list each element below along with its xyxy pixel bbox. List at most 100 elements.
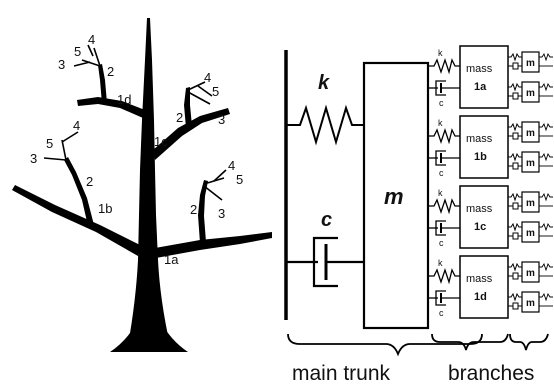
tree-trunk: [128, 18, 170, 345]
sub-mass-box: [521, 151, 540, 173]
branch-damper-label: c: [439, 168, 444, 178]
branch-damper-cup: [435, 290, 446, 306]
label-c-3: 3: [218, 112, 225, 127]
main-trunk-model: [284, 50, 430, 330]
main-spring: [286, 104, 364, 146]
branch-mass-box: [459, 45, 509, 109]
branch-mass-box: [459, 115, 509, 179]
branch-row-1d: k c mass 1d m m: [428, 255, 553, 319]
sub-sub-spring: [539, 82, 553, 92]
sub-sub-spring: [539, 222, 553, 232]
sub-spring: [508, 52, 522, 62]
branches-brace-2: [509, 333, 549, 351]
label-b-2: 2: [86, 174, 93, 189]
label-1c: 1c: [154, 134, 168, 149]
label-1b: 1b: [98, 201, 112, 216]
sub-mass-label: m: [526, 198, 535, 209]
label-c-5: 5: [212, 84, 219, 99]
sub-mass-label: m: [526, 298, 535, 309]
branch-spring: [428, 267, 460, 285]
label-a-2: 2: [190, 202, 197, 217]
branch-damper-cup: [435, 220, 446, 236]
sub-sub-spring: [539, 52, 553, 62]
sub-sub-spring: [539, 262, 553, 272]
label-a-3: 3: [218, 206, 225, 221]
branch-1d: [77, 97, 145, 118]
caption-main-trunk: main trunk: [292, 362, 391, 385]
sub-sub-spring: [539, 152, 553, 162]
branch-1c: [153, 108, 230, 160]
branch-damper-label: c: [439, 308, 444, 318]
sub-spring: [508, 222, 522, 232]
branch-1b-sub: [64, 157, 94, 226]
branch-mass-id: 1d: [474, 291, 487, 303]
label-1d: 1d: [117, 92, 131, 107]
branch-1d-sub: [98, 64, 107, 104]
label-c-4: 4: [204, 70, 211, 85]
main-mass-label-m: m: [384, 184, 404, 209]
sub-mass-box: [521, 81, 540, 103]
branch-mass-word: mass: [466, 133, 493, 145]
branch-spring: [428, 127, 460, 145]
branch-mass-id: 1a: [474, 81, 487, 93]
branch-mass-word: mass: [466, 63, 493, 75]
sub-mass-box: [521, 51, 540, 73]
sub-spring: [508, 192, 522, 202]
branch-spring-label: k: [438, 118, 443, 128]
sub-sub-spring: [539, 122, 553, 132]
sub-mass-label: m: [526, 228, 535, 239]
branch-mass-word: mass: [466, 273, 493, 285]
branch-mass-box: [459, 255, 509, 319]
braces: [287, 333, 549, 357]
label-1a: 1a: [164, 252, 179, 267]
branch-mass-word: mass: [466, 203, 493, 215]
branch-mass-id: 1c: [474, 221, 486, 233]
spring-label-k: k: [318, 72, 330, 94]
sub-damper-cup: [512, 302, 519, 310]
sub-sub-spring: [539, 292, 553, 302]
main-trunk-brace: [287, 333, 483, 357]
sub-spring: [508, 122, 522, 132]
sub-damper-cup: [512, 92, 519, 100]
sub-spring: [508, 152, 522, 162]
label-a-4: 4: [228, 158, 235, 173]
sub-damper-cup: [512, 272, 519, 280]
branch-damper-cup: [435, 150, 446, 166]
sub-spring: [508, 262, 522, 272]
sub-mass-label: m: [526, 158, 535, 169]
branch-1a-sub: [198, 180, 208, 243]
main-damper: [286, 236, 364, 288]
branch-spring: [428, 57, 460, 75]
branch-spring-label: k: [438, 258, 443, 268]
label-b-3: 3: [30, 151, 37, 166]
label-d-2: 2: [107, 64, 114, 79]
label-d-4: 4: [88, 32, 95, 47]
tree-twigs: [43, 44, 227, 201]
label-d-5: 5: [74, 44, 81, 59]
sub-sub-spring: [539, 192, 553, 202]
caption-branches: branches: [448, 362, 534, 385]
sub-damper-cup: [512, 202, 519, 210]
sub-mass-box: [521, 121, 540, 143]
sub-mass-label: m: [526, 128, 535, 139]
tree-roots: [110, 320, 188, 352]
sub-mass-label: m: [526, 58, 535, 69]
label-a-5: 5: [236, 172, 243, 187]
branch-1b: [12, 185, 140, 256]
sub-mass-box: [521, 191, 540, 213]
sub-mass-label: m: [526, 268, 535, 279]
label-c-2: 2: [176, 110, 183, 125]
sub-damper-cup: [512, 232, 519, 240]
branch-spring-label: k: [438, 48, 443, 58]
damper-label-c: c: [321, 209, 332, 231]
sub-mass-label: m: [526, 88, 535, 99]
sub-spring: [508, 292, 522, 302]
branches-brace-1: [431, 333, 509, 351]
branch-spring: [428, 197, 460, 215]
sub-spring: [508, 82, 522, 92]
